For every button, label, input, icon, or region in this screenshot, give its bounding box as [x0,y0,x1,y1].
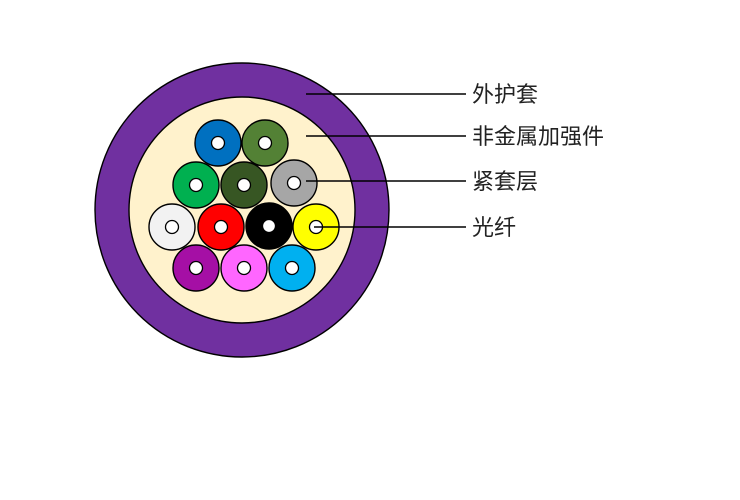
fiber-bundle [148,119,340,292]
fiber-gray [270,159,318,207]
fiber-sky-blue [268,244,316,292]
fiber-core-green [188,177,204,193]
fiber-core-blue [210,135,226,151]
fiber-core-purple [188,260,204,276]
callout-labels: 外护套 非金属加强件 紧套层 光纤 [472,83,604,241]
fiber-white [148,203,196,251]
fiber-pink [220,244,268,292]
fiber-black [245,202,293,250]
label-optical-fiber: 光纤 [472,216,516,241]
label-outer-jacket: 外护套 [472,83,538,108]
fiber-core-sky-blue [284,260,300,276]
fiber-core-olive-green [257,135,273,151]
fiber-core-white [164,219,180,235]
fiber-core-dark-green [236,177,252,193]
leader-lines [306,93,466,228]
label-nonmetal-strength: 非金属加强件 [472,125,604,150]
fiber-dark-green [220,161,268,209]
fiber-olive-green [241,119,289,167]
fiber-core-red [213,219,229,235]
fiber-core-black [261,218,277,234]
cable-cross-section [94,62,390,358]
fiber-core-pink [236,260,252,276]
fiber-purple [172,244,220,292]
fiber-core-gray [286,175,302,191]
fiber-blue [194,119,242,167]
label-tight-buffer: 紧套层 [472,170,538,195]
fiber-green [172,161,220,209]
fiber-red [197,203,245,251]
